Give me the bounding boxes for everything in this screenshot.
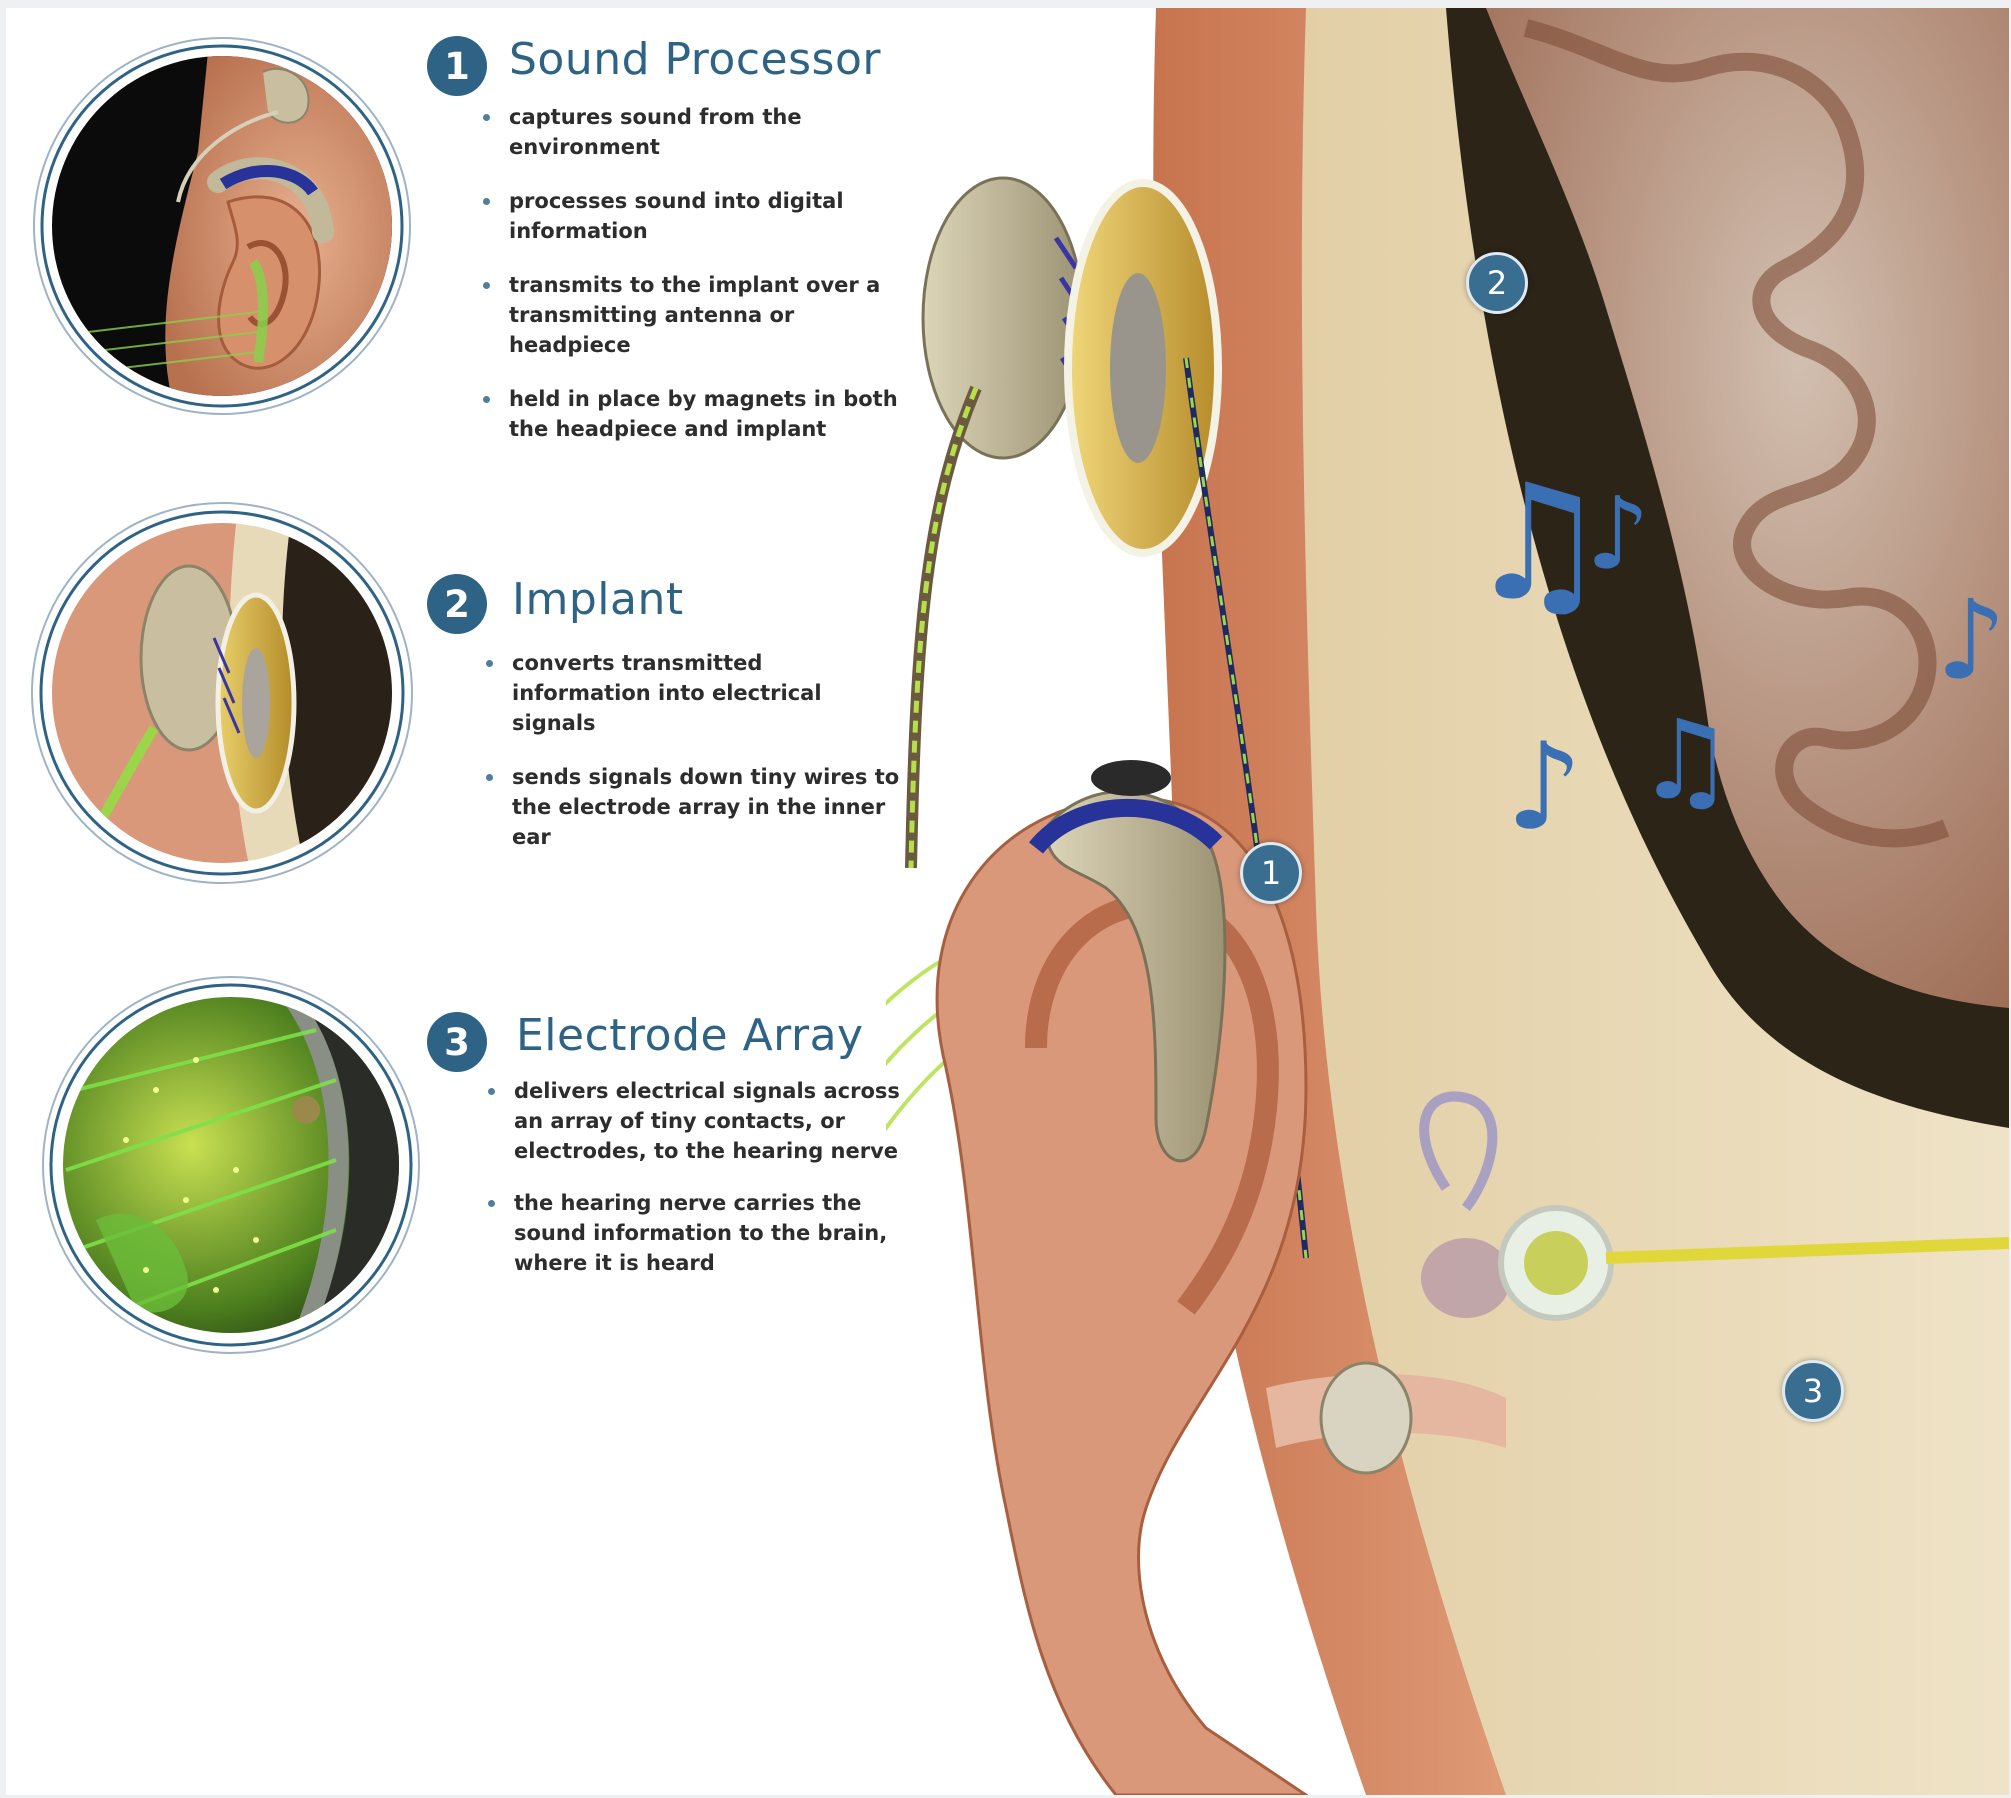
- sound-processor-thumbnail: [28, 32, 416, 420]
- svg-text:♪: ♪: [1586, 475, 1650, 592]
- section-number-badge-2: 2: [427, 574, 487, 634]
- bullet-item: converts transmitted information into el…: [482, 648, 892, 738]
- electrode-array-thumbnail: [36, 970, 426, 1360]
- bullet-item: delivers electrical signals across an ar…: [484, 1076, 914, 1166]
- bullet-item: held in place by magnets in both the hea…: [479, 384, 929, 444]
- electrode-array-bullets: delivers electrical signals across an ar…: [484, 1076, 904, 1304]
- implant-bullets: converts transmitted information into el…: [482, 648, 902, 878]
- diagram-canvas: 1 Sound Processor captures sound from th…: [6, 8, 2009, 1795]
- section-number-badge-1: 1: [427, 36, 487, 96]
- implant-thumbnail: [24, 498, 420, 888]
- callout-marker-2: 2: [1466, 252, 1528, 314]
- bullet-item: processes sound into digital information: [479, 186, 949, 246]
- section-number-badge-3: 3: [427, 1012, 487, 1072]
- sound-processor-title: Sound Processor: [509, 34, 881, 85]
- bullet-item: transmits to the implant over a transmit…: [479, 270, 889, 360]
- svg-text:♪: ♪: [1506, 718, 1583, 857]
- sound-processor-bullets: captures sound from the environment proc…: [479, 102, 949, 470]
- svg-text:♪: ♪: [1936, 576, 2006, 704]
- ear-anatomy-illustration: ♫ ♪ ♪ ♫ ♪: [886, 8, 2009, 1795]
- bullet-item: the hearing nerve carries the sound info…: [484, 1188, 914, 1278]
- svg-text:♫: ♫: [1636, 696, 1735, 824]
- implant-title: Implant: [512, 574, 684, 625]
- callout-marker-3: 3: [1782, 1360, 1844, 1422]
- callout-marker-1: 1: [1240, 842, 1302, 904]
- electrode-array-title: Electrode Array: [516, 1010, 864, 1061]
- bullet-item: captures sound from the environment: [479, 102, 949, 162]
- bullet-item: sends signals down tiny wires to the ele…: [482, 762, 912, 852]
